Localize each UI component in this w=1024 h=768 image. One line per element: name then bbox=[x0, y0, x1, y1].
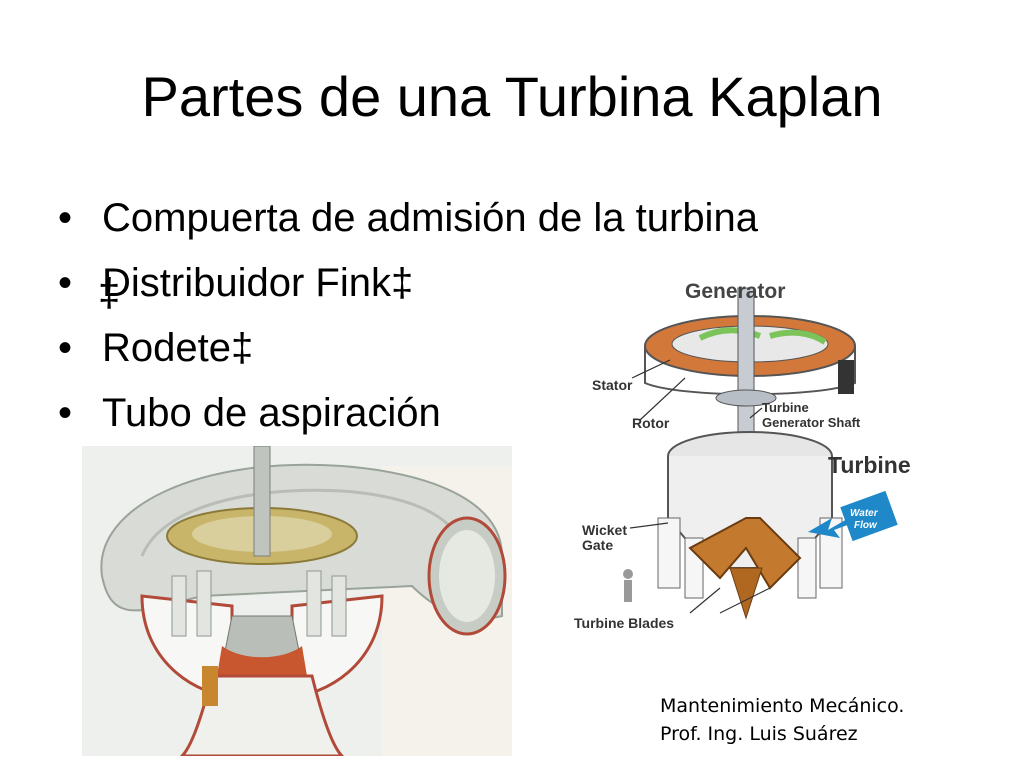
generator-label: Generator bbox=[685, 280, 785, 303]
stator-label: Stator bbox=[592, 377, 633, 393]
turbine-blades-label: Turbine Blades bbox=[574, 615, 674, 631]
water-flow-label-line2: Flow bbox=[854, 520, 878, 531]
overlap-glyph: ‡ bbox=[98, 271, 121, 315]
wicket-gate-label-line1: Wicket bbox=[582, 522, 627, 538]
bullet-text: Tubo de aspiración bbox=[102, 391, 441, 435]
bullet-list: • Compuerta de admisión de la turbina • … bbox=[58, 186, 758, 446]
kaplan-diagram: Generator Stator Rotor Turbine Generator… bbox=[570, 268, 930, 638]
kaplan-cutaway-illustration bbox=[82, 446, 512, 756]
bullet-marker: • bbox=[58, 261, 73, 305]
footer-line-2: Prof. Ing. Luis Suárez bbox=[660, 723, 858, 745]
water-flow-label-line1: Water bbox=[850, 508, 879, 519]
bullet-item: • Rodete‡ bbox=[58, 316, 758, 381]
bullet-marker: • bbox=[58, 391, 73, 435]
bullet-marker: • bbox=[58, 326, 73, 370]
turbine-label: Turbine bbox=[828, 452, 911, 478]
bullet-text: Distribuidor Fink‡ bbox=[102, 261, 414, 305]
bullet-item: • ‡ Distribuidor Fink‡ bbox=[58, 251, 758, 316]
slide-title: Partes de una Turbina Kaplan bbox=[141, 65, 883, 128]
bullet-item: • Compuerta de admisión de la turbina bbox=[58, 186, 758, 251]
footer-credit: Mantenimiento Mecánico. Prof. Ing. Luis … bbox=[660, 692, 904, 748]
bullet-text: Rodete‡ bbox=[102, 326, 254, 370]
footer-line-1: Mantenimiento Mecánico. bbox=[660, 695, 905, 717]
bullet-text-wrap: ‡ Distribuidor Fink‡ bbox=[98, 261, 414, 315]
bullet-item: • Tubo de aspiración bbox=[58, 381, 758, 446]
shaft-label-line1: Turbine bbox=[762, 400, 809, 415]
rotor-label: Rotor bbox=[632, 415, 670, 431]
bullet-text: Compuerta de admisión de la turbina bbox=[102, 196, 758, 240]
shaft-label-line2: Generator Shaft bbox=[762, 415, 861, 430]
bullet-marker: • bbox=[58, 196, 73, 240]
wicket-gate-label-line2: Gate bbox=[582, 537, 613, 553]
